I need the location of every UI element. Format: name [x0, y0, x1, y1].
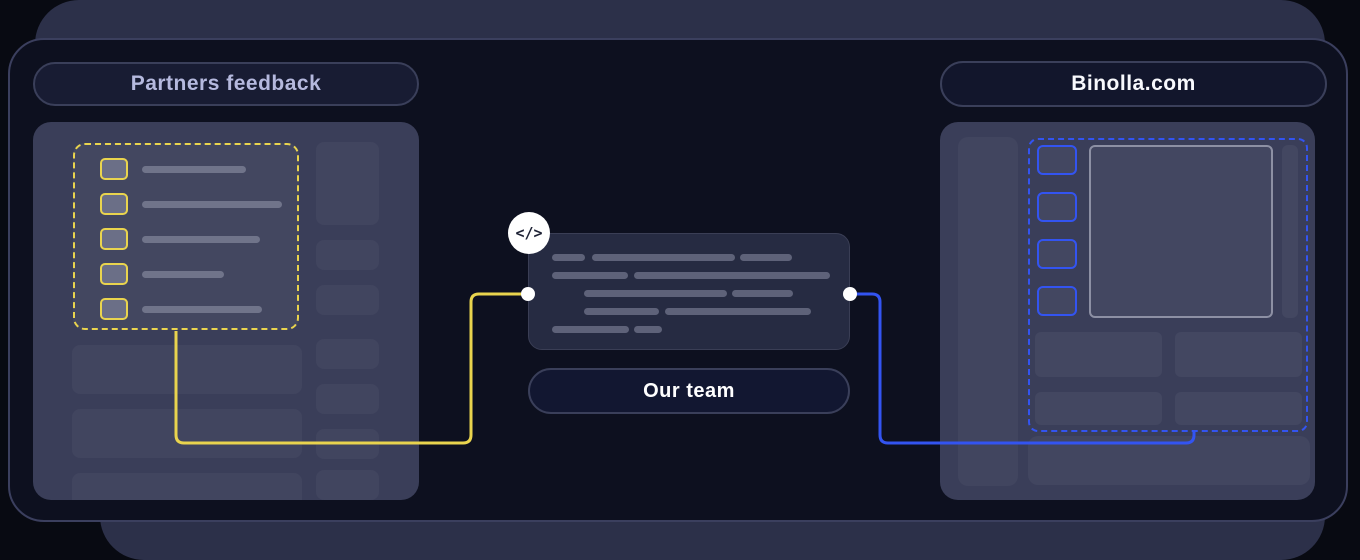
- grid-cell-rect: [1175, 332, 1302, 377]
- side-rect: [316, 285, 379, 315]
- binolla-label: Binolla.com: [1071, 72, 1196, 95]
- thumbnail-rect[interactable]: [1037, 239, 1077, 269]
- feedback-row: [100, 298, 262, 320]
- grid-cell-rect: [1175, 392, 1302, 425]
- text-placeholder: [142, 270, 224, 278]
- feedback-row: [100, 228, 260, 250]
- code-line-segment: [552, 326, 629, 333]
- checkbox-icon: [100, 263, 128, 285]
- code-line-segment: [584, 308, 659, 315]
- code-block-card: [528, 233, 850, 350]
- code-line-row: [529, 326, 849, 333]
- side-rect: [316, 240, 379, 270]
- partners-feedback-pill[interactable]: Partners feedback: [33, 62, 419, 106]
- code-line-segment: [592, 254, 735, 261]
- our-team-label: Our team: [643, 379, 735, 402]
- code-line-segment: [584, 290, 727, 297]
- code-line-row: [529, 272, 849, 279]
- side-rect: [316, 429, 379, 459]
- code-line-segment: [552, 272, 628, 279]
- checkbox-icon: [100, 298, 128, 320]
- code-line-row: [529, 290, 849, 297]
- code-line-segment: [732, 290, 793, 297]
- text-placeholder: [142, 165, 246, 173]
- thumbnail-rect[interactable]: [1037, 286, 1077, 316]
- site-scrollbar[interactable]: [1282, 145, 1298, 318]
- site-image-placeholder: [1089, 145, 1273, 318]
- site-highlight-box: [1028, 138, 1308, 432]
- thumbnail-rect[interactable]: [1037, 192, 1077, 222]
- checkbox-icon: [100, 158, 128, 180]
- side-rect: [316, 339, 379, 369]
- content-row-rect: [72, 409, 302, 458]
- feedback-row: [100, 158, 246, 180]
- checkbox-icon: [100, 193, 128, 215]
- binolla-pill[interactable]: Binolla.com: [940, 61, 1327, 107]
- grid-cell-rect: [1035, 332, 1162, 377]
- code-line-row: [529, 308, 849, 315]
- text-placeholder: [142, 200, 282, 208]
- code-line-segment: [740, 254, 792, 261]
- content-row-rect: [72, 345, 302, 394]
- text-placeholder: [142, 305, 262, 313]
- partners-feedback-label: Partners feedback: [130, 72, 322, 95]
- feedback-list-highlight-box: [73, 143, 299, 330]
- grid-cell-rect: [1035, 392, 1162, 425]
- site-sidebar-rect: [958, 137, 1018, 486]
- content-row-rect: [72, 473, 302, 500]
- code-line-segment: [634, 326, 662, 333]
- partners-feedback-panel: [33, 122, 419, 500]
- checkbox-icon: [100, 228, 128, 250]
- thumbnail-rect[interactable]: [1037, 145, 1077, 175]
- code-line-row: [529, 254, 849, 261]
- code-line-segment: [665, 308, 811, 315]
- text-placeholder: [142, 235, 260, 243]
- code-icon: </>: [508, 212, 550, 254]
- site-footer-rect: [1028, 436, 1310, 485]
- our-team-pill[interactable]: Our team: [528, 368, 850, 414]
- side-rect: [316, 142, 379, 225]
- code-icon-glyph: </>: [515, 224, 543, 242]
- code-line-segment: [552, 254, 585, 261]
- feedback-row: [100, 193, 282, 215]
- side-rect: [316, 384, 379, 414]
- code-line-segment: [634, 272, 830, 279]
- feedback-row: [100, 263, 224, 285]
- side-rect: [316, 470, 379, 500]
- binolla-site-panel: [940, 122, 1315, 500]
